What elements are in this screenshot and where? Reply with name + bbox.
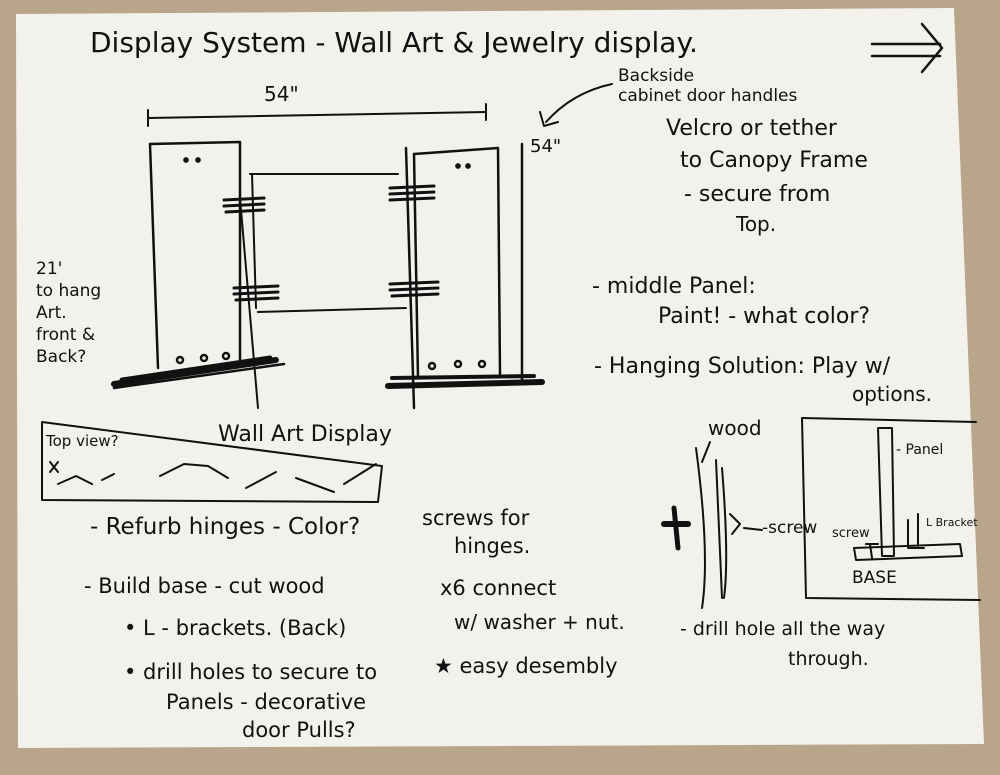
drill-note: Panels - decorative <box>166 690 367 714</box>
screws-note: hinges. <box>454 534 531 558</box>
hanging-note: options. <box>852 382 933 406</box>
backside-line: Top. <box>736 212 777 236</box>
middle-panel-note: - middle Panel: <box>592 274 756 299</box>
hinge-marks <box>222 184 440 302</box>
left-panel-sketch <box>111 140 286 390</box>
sheet-title: Display System - Wall Art & Jewelry disp… <box>90 26 698 59</box>
build-base-note: - Build base - cut wood <box>84 574 325 598</box>
screws-note: screws for <box>422 506 530 530</box>
refurb-note: - Refurb hinges - Color? <box>90 514 361 540</box>
side-note-line: 21' <box>36 259 63 279</box>
side-note-line: Art. <box>36 303 67 323</box>
side-note-line: front & <box>36 325 96 345</box>
base-label: BASE <box>852 568 897 588</box>
connect-note: x6 connect <box>440 576 557 600</box>
base-detail-box <box>801 417 981 601</box>
screw-label: -screw <box>762 518 818 538</box>
paper-sheet: Display System - Wall Art & Jewelry disp… <box>14 8 984 748</box>
side-note-line: to hang <box>36 281 102 301</box>
disassembly-note: ★ easy desembly <box>434 654 618 678</box>
width-dimension-line <box>147 103 487 127</box>
sketch-caption: Wall Art Display <box>218 422 392 447</box>
brackets-note: • L - brackets. (Back) <box>124 616 347 640</box>
backside-line: - secure from <box>684 182 831 207</box>
side-note: 21' to hang Art. front & Back? <box>36 258 101 368</box>
wood-label: wood <box>708 416 762 440</box>
screw-detail <box>661 441 763 609</box>
side-note-line: Back? <box>36 347 87 367</box>
hanging-note: - Hanging Solution: Play w/ <box>594 354 891 379</box>
top-view-box <box>41 421 383 503</box>
right-panel-sketch <box>385 142 545 410</box>
middle-panel-note: Paint! - what color? <box>658 304 871 329</box>
backside-line: Backside <box>618 66 695 86</box>
backside-line: to Canopy Frame <box>680 148 868 173</box>
backside-line: cabinet door handles <box>618 86 798 106</box>
drill-note: • drill holes to secure to <box>124 660 378 684</box>
width-dimension-label: 54" <box>264 82 299 106</box>
top-view-label: Top view? <box>46 432 119 450</box>
detail-drill-note: - drill hole all the way <box>680 618 886 640</box>
backside-line: Velcro or tether <box>666 116 837 141</box>
sheet-drawing <box>16 8 984 748</box>
height-dimension-label: 54" <box>530 136 562 157</box>
bracket-label: L Bracket <box>926 516 978 529</box>
drill-note: door Pulls? <box>242 718 356 742</box>
pointer-arrow <box>539 83 613 127</box>
screw-small-label: screw <box>832 526 870 541</box>
connect-note: w/ washer + nut. <box>454 610 625 634</box>
panel-label: - Panel <box>896 442 944 458</box>
detail-drill-note: through. <box>788 648 869 670</box>
arrow-right-icon <box>870 22 944 74</box>
